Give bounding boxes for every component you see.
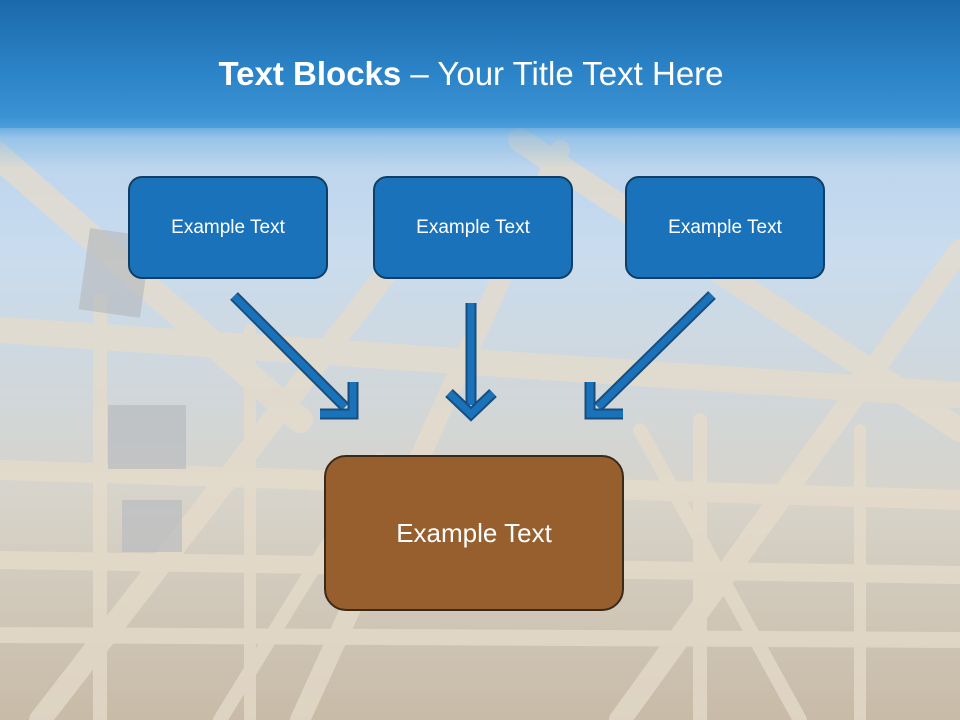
header-fade [0,118,960,168]
title-rest-text: Your Title Text Here [437,55,724,92]
text-block-2[interactable]: Example Text [373,176,573,279]
center-text-block-label: Example Text [396,517,552,548]
header-band [0,0,960,128]
text-block-3-label: Example Text [668,216,782,238]
text-block-1-label: Example Text [171,216,285,238]
center-text-block[interactable]: Example Text [324,455,624,611]
slide-title: Text Blocks – Your Title Text Here [0,54,942,94]
title-separator: – [401,55,438,92]
title-bold-text: Text Blocks [218,55,402,92]
text-block-2-label: Example Text [416,216,530,238]
text-block-1[interactable]: Example Text [128,176,328,279]
text-block-3[interactable]: Example Text [625,176,825,279]
